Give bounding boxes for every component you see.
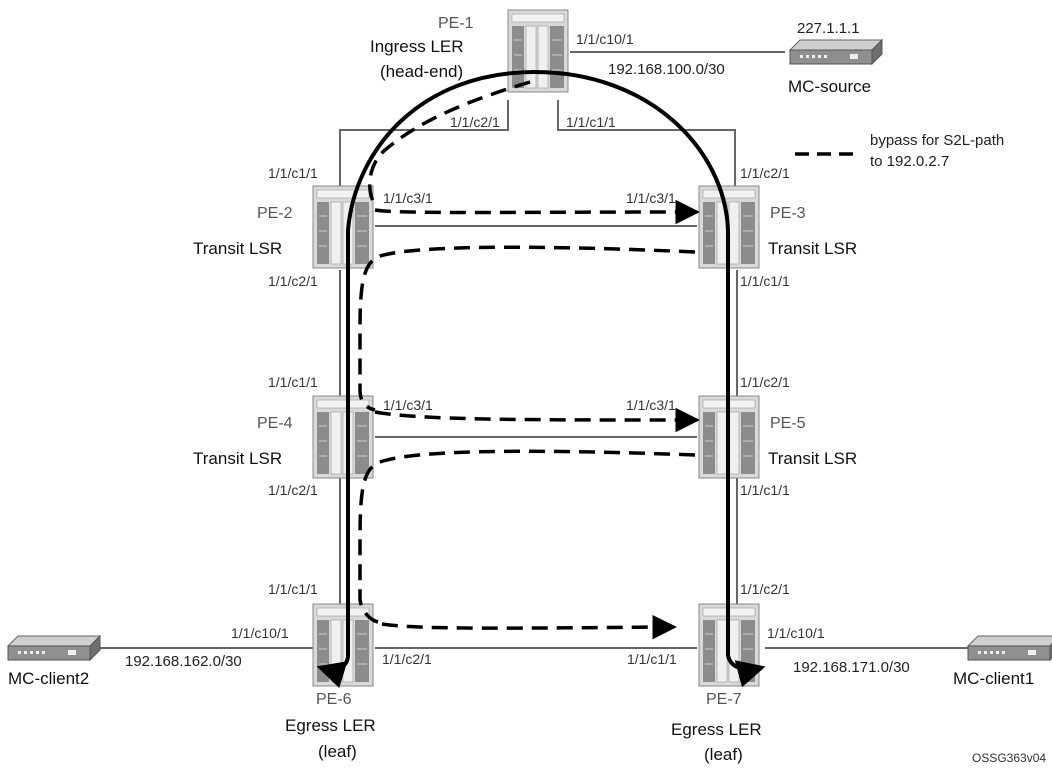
mc-client1-name: MC-client1 (953, 669, 1034, 688)
s2l-path-pe7 (535, 72, 760, 669)
router-role-pe6: Egress LER (285, 716, 376, 735)
port-pe4-c1: 1/1/c1/1 (268, 374, 318, 390)
bypass-pe4-pe5 (375, 412, 695, 420)
port-pe6-c2: 1/1/c2/1 (382, 651, 432, 667)
port-pe4-c3: 1/1/c3/1 (383, 397, 433, 413)
legend-line2: to 192.0.2.7 (870, 153, 949, 170)
port-pe5-c2: 1/1/c2/1 (740, 374, 790, 390)
port-pe3-c3: 1/1/c3/1 (626, 190, 676, 206)
router-name-pe3: PE-3 (770, 205, 806, 222)
host-mc-client1 (968, 636, 1052, 660)
router-pe2 (313, 186, 373, 268)
mc-source-addr: 227.1.1.1 (797, 20, 860, 37)
bypass-pe3-pe2 (360, 247, 695, 410)
mc-source-name: MC-source (788, 77, 871, 96)
router-name-pe5: PE-5 (770, 415, 806, 432)
router-role2-pe7: (leaf) (704, 745, 743, 764)
router-name-pe7: PE-7 (706, 691, 742, 708)
port-pe1-c2: 1/1/c2/1 (450, 114, 500, 130)
router-pe6 (313, 604, 373, 686)
router-pe1 (508, 10, 568, 92)
mc-client2-name: MC-client2 (8, 669, 89, 688)
router-role-pe7: Egress LER (671, 720, 762, 739)
port-pe7-c1: 1/1/c1/1 (627, 651, 677, 667)
router-name-pe1: PE-1 (438, 15, 474, 32)
s2l-paths (322, 72, 760, 669)
port-pe6-c1: 1/1/c1/1 (268, 581, 318, 597)
figure-id: OSSG363v04 (972, 751, 1046, 765)
router-name-pe4: PE-4 (257, 415, 293, 432)
port-pe2-c1: 1/1/c1/1 (268, 165, 318, 181)
links (95, 52, 968, 648)
router-role-pe5: Transit LSR (768, 449, 857, 468)
port-pe6-c10: 1/1/c10/1 (231, 625, 289, 641)
subnet-pe7-client1: 192.168.171.0/30 (793, 659, 910, 676)
bypass-paths (360, 82, 695, 628)
router-name-pe2: PE-2 (257, 205, 293, 222)
router-role-pe3: Transit LSR (768, 239, 857, 258)
bypass-pe1-pe2 (370, 82, 530, 205)
bypass-pe2-pe3 (375, 210, 695, 213)
s2l-path-pe6 (322, 72, 535, 669)
bypass-pe6-pe7 (382, 624, 672, 628)
port-pe1-c10: 1/1/c10/1 (576, 31, 634, 47)
port-pe7-c2: 1/1/c2/1 (740, 581, 790, 597)
router-role2-pe1: (head-end) (380, 62, 463, 81)
host-mc-source (790, 40, 882, 64)
router-pe4 (313, 396, 373, 478)
router-role-pe2: Transit LSR (193, 239, 282, 258)
port-pe5-c3: 1/1/c3/1 (626, 397, 676, 413)
legend-line1: bypass for S2L-path (870, 132, 1004, 149)
router-role2-pe6: (leaf) (318, 742, 357, 761)
port-pe7-c10: 1/1/c10/1 (767, 625, 825, 641)
router-role-pe4: Transit LSR (193, 449, 282, 468)
port-pe4-c2: 1/1/c2/1 (268, 482, 318, 498)
port-pe2-c2: 1/1/c2/1 (268, 273, 318, 289)
port-pe3-c2: 1/1/c2/1 (740, 165, 790, 181)
legend: bypass for S2L-path to 192.0.2.7 (795, 132, 1004, 170)
subnet-pe6-client2: 192.168.162.0/30 (125, 653, 242, 670)
port-pe2-c3: 1/1/c3/1 (383, 190, 433, 206)
subnet-pe1-source: 192.168.100.0/30 (608, 61, 725, 78)
router-role-pe1: Ingress LER (370, 37, 464, 56)
router-name-pe6: PE-6 (316, 691, 352, 708)
port-pe5-c1: 1/1/c1/1 (740, 482, 790, 498)
port-pe3-c1: 1/1/c1/1 (740, 273, 790, 289)
port-pe1-c1: 1/1/c1/1 (566, 114, 616, 130)
host-mc-client2 (8, 636, 100, 660)
bypass-pe5-pe4 (360, 451, 695, 622)
